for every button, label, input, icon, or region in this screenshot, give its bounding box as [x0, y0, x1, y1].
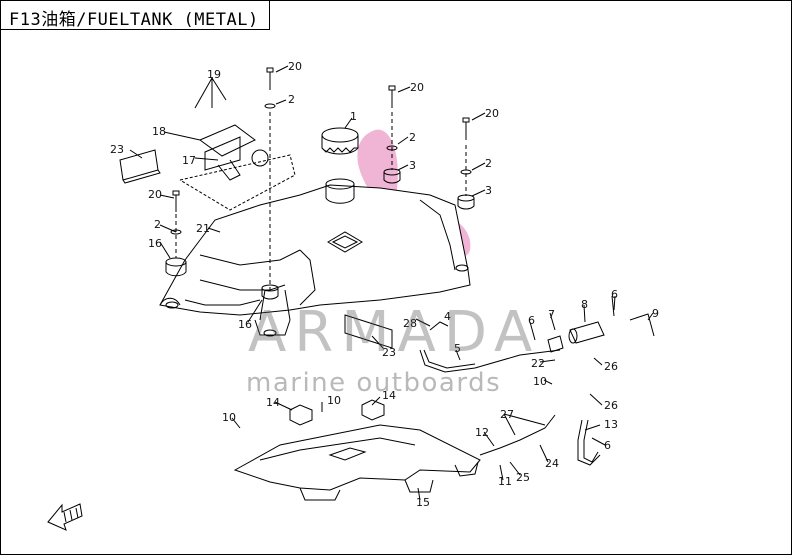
watermark-tagline: marine outboards — [246, 368, 502, 398]
callout-3b: 3 — [485, 184, 492, 197]
callout-23b: 23 — [382, 346, 396, 359]
pad-23-left — [119, 149, 161, 184]
callout-28: 28 — [403, 317, 417, 330]
callout-6c: 6 — [604, 439, 611, 452]
callout-7: 7 — [548, 308, 555, 321]
callout-2b: 2 — [288, 93, 295, 106]
callout-20b: 20 — [288, 60, 302, 73]
fuel-filter — [547, 295, 655, 353]
watermark-brand: ARMADA — [248, 300, 541, 365]
callout-2a: 2 — [154, 218, 161, 231]
title-box: F13油箱/FUELTANK (METAL) — [1, 1, 270, 30]
callout-26a: 26 — [604, 360, 618, 373]
callout-23a: 23 — [110, 143, 124, 156]
callout-labels: 19 18 23 17 20 2 16 21 16 23 20 2 20 2 3… — [110, 60, 659, 509]
callout-15: 15 — [416, 496, 430, 509]
callout-14b: 14 — [382, 389, 396, 402]
callout-21: 21 — [196, 222, 210, 235]
callout-20d: 20 — [485, 107, 499, 120]
callout-11: 11 — [498, 475, 512, 488]
callout-20c: 20 — [410, 81, 424, 94]
callout-22: 22 — [531, 357, 545, 370]
diagram-title: F13油箱/FUELTANK (METAL) — [9, 10, 259, 30]
callout-27: 27 — [500, 408, 514, 421]
callout-4: 4 — [444, 310, 451, 323]
callout-2c: 2 — [409, 131, 416, 144]
front-arrow-icon — [47, 503, 83, 531]
callout-26b: 26 — [604, 399, 618, 412]
skid-plate — [233, 399, 481, 501]
callout-17: 17 — [182, 154, 196, 167]
callout-16a: 16 — [148, 237, 162, 250]
callout-18: 18 — [152, 125, 166, 138]
callout-8: 8 — [581, 298, 588, 311]
callout-24: 24 — [545, 457, 559, 470]
callout-6a: 6 — [528, 314, 535, 327]
callout-10c: 10 — [327, 394, 341, 407]
callout-25: 25 — [516, 471, 530, 484]
callout-3a: 3 — [409, 159, 416, 172]
pad-23-bottom — [344, 314, 393, 349]
callout-leaders — [129, 65, 654, 501]
callout-1: 1 — [350, 110, 357, 123]
fuel-tank — [159, 178, 471, 337]
callout-12: 12 — [475, 426, 489, 439]
callout-13: 13 — [604, 418, 618, 431]
fuel-hoses — [419, 321, 601, 466]
callout-5: 5 — [454, 342, 461, 355]
callout-19: 19 — [207, 68, 221, 81]
callout-6b: 6 — [611, 288, 618, 301]
callout-9: 9 — [652, 307, 659, 320]
callout-20a: 20 — [148, 188, 162, 201]
rubber-mounts — [165, 168, 475, 300]
fuel-cap — [321, 127, 359, 155]
callout-10a: 10 — [533, 375, 547, 388]
callout-2d: 2 — [485, 157, 492, 170]
callout-16b: 16 — [238, 318, 252, 331]
fuel-pump-bracket — [179, 124, 296, 211]
callout-14a: 14 — [266, 396, 280, 409]
bolts — [170, 67, 472, 290]
callout-10b: 10 — [222, 411, 236, 424]
